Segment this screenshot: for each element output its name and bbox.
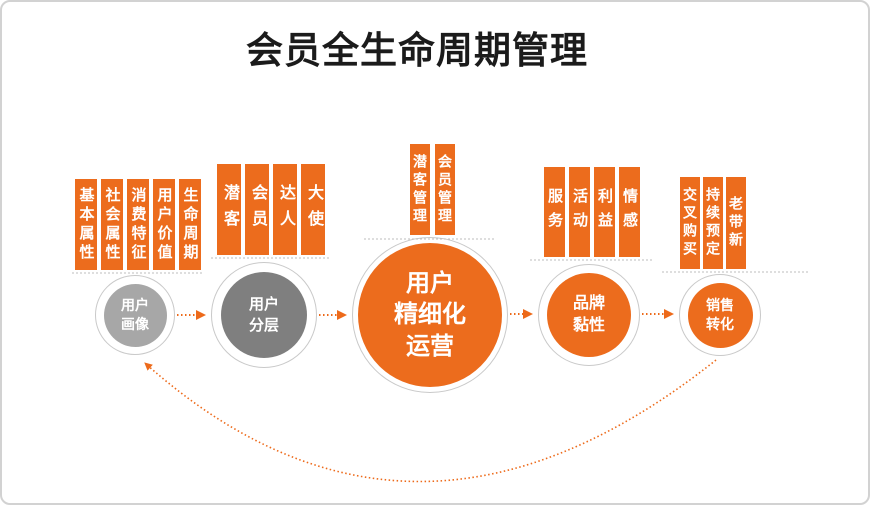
tag-group-user-portrait: 基本属性 社会属性 消费特征 用户价值 生命周期	[75, 179, 201, 270]
stage-circle-refined-operation: 用户 精细化 运营	[352, 237, 508, 393]
stage-circle-label: 用户 精细化 运营	[358, 243, 502, 387]
stage-circle-sales-conversion: 销售 转化	[679, 274, 761, 356]
tag-group-user-tiering: 潜客 会员 达人 大使	[217, 164, 325, 255]
tag-label: 交叉购买	[680, 177, 700, 269]
tag-label: 利益	[594, 167, 615, 257]
tag-group-brand-stickiness: 服务 活动 利益 情感	[544, 167, 640, 257]
tag-label: 社会属性	[101, 179, 123, 270]
tag-label: 老带新	[726, 177, 746, 269]
tag-label: 服务	[544, 167, 565, 257]
stage-circle-user-portrait: 用户 画像	[95, 275, 175, 355]
stage-circle-label: 用户 画像	[103, 283, 167, 347]
tag-label: 会员	[245, 164, 269, 255]
tag-label: 基本属性	[75, 179, 97, 270]
tag-label: 生命周期	[179, 179, 201, 270]
page-title: 会员全生命周期管理	[246, 30, 588, 71]
tag-label: 大使	[301, 164, 325, 255]
stage-circle-brand-stickiness: 品牌 黏性	[538, 264, 640, 366]
tag-group-refined-operation: 潜客管理 会员管理	[410, 144, 455, 235]
tag-label: 情感	[619, 167, 640, 257]
tag-label: 达人	[273, 164, 297, 255]
tag-label: 活动	[569, 167, 590, 257]
tag-label: 持续预定	[703, 177, 723, 269]
tag-label: 用户价值	[153, 179, 175, 270]
tag-label: 消费特征	[127, 179, 149, 270]
tag-label: 会员管理	[435, 144, 455, 235]
tag-label: 潜客	[217, 164, 241, 255]
stage-circle-label: 用户 分层	[221, 272, 307, 358]
stage-circle-label: 品牌 黏性	[547, 273, 631, 357]
stage-circle-label: 销售 转化	[687, 282, 753, 348]
tag-group-sales-conversion: 交叉购买 持续预定 老带新	[680, 177, 746, 269]
stage-circle-user-tiering: 用户 分层	[211, 262, 317, 368]
tag-label: 潜客管理	[410, 144, 430, 235]
